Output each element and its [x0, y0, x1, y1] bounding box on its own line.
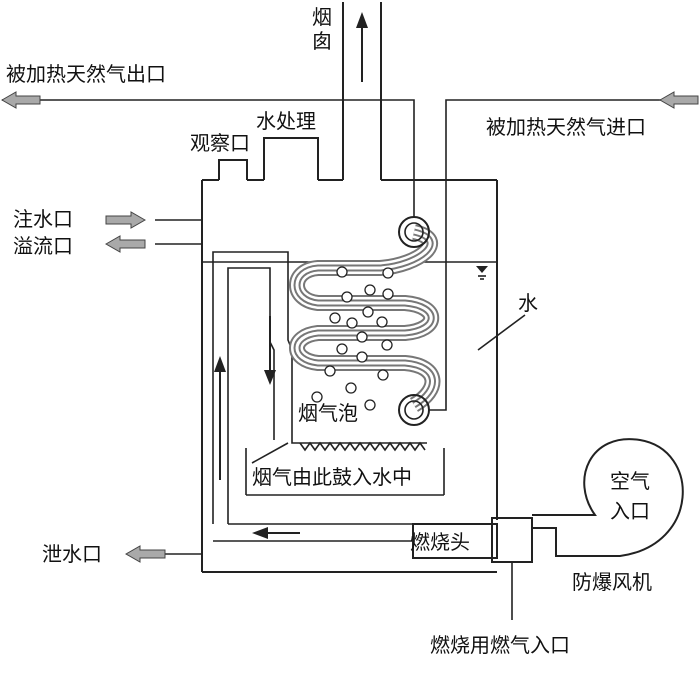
duct-down-arrow	[264, 316, 276, 385]
duct-left-arrow	[252, 527, 300, 539]
burner-head-label: 燃烧头	[410, 530, 470, 554]
fuel-gas-inlet-label: 燃烧用燃气入口	[430, 633, 570, 657]
gas-outlet-label: 被加热天然气出口	[6, 62, 166, 86]
duct-up-arrow	[214, 356, 226, 480]
observation-port-label: 观察口	[190, 131, 250, 155]
gas-outlet-pipe	[2, 99, 415, 217]
gas-outlet-arrow	[0, 91, 41, 109]
tank	[201, 179, 498, 573]
drain-arrow	[124, 545, 166, 563]
gas-inlet-pipe	[429, 99, 665, 411]
explosion-proof-fan	[532, 438, 684, 557]
chimney-up-arrow	[356, 12, 368, 82]
water-treatment-box	[263, 137, 319, 180]
flue-leader	[251, 442, 289, 464]
gas-inlet-arrow	[658, 91, 699, 109]
overflow-arrow	[104, 235, 146, 253]
water-fill-label: 注水口	[13, 207, 73, 231]
air-inlet-label: 空气 入口	[610, 469, 656, 523]
gas-coil	[289, 224, 441, 412]
chimney	[342, 2, 382, 180]
flue-bubbles	[311, 266, 394, 411]
overflow-label: 溢流口	[13, 234, 73, 258]
water-label: 水	[518, 291, 538, 315]
flue-bubbles-label: 烟气泡	[298, 401, 358, 425]
flue-into-water-label: 烟气由此鼓入水中	[252, 465, 412, 489]
gas-inlet-label: 被加热天然气进口	[486, 115, 646, 139]
chimney-label-1: 烟囱	[312, 5, 332, 53]
water-treatment-label: 水处理	[256, 109, 316, 133]
drain-label: 泄水口	[42, 542, 102, 566]
observation-port	[218, 159, 248, 180]
water-leader	[477, 314, 526, 351]
fan-label: 防爆风机	[572, 570, 652, 594]
water-level-icon	[476, 266, 488, 280]
water-fill-arrow	[105, 211, 147, 229]
bubble-manifold	[299, 441, 426, 452]
burner-head	[412, 523, 498, 559]
flue-duct	[212, 251, 445, 542]
